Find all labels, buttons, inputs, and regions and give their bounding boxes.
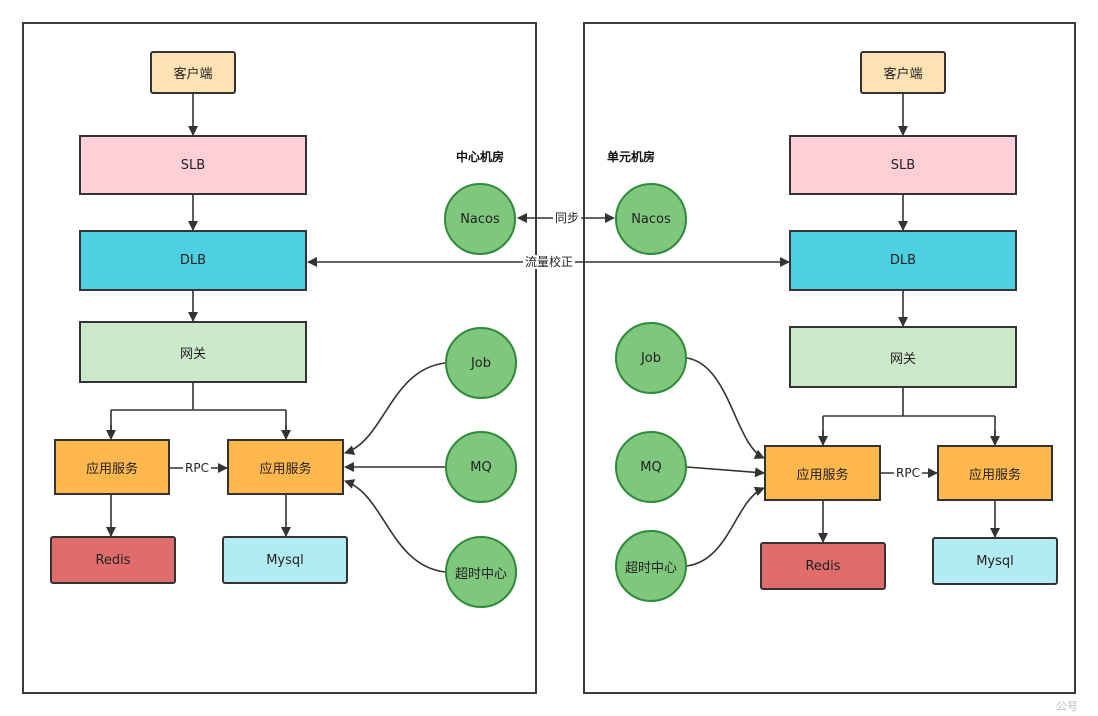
right-mq-node: MQ [615, 431, 687, 503]
traffic-correction-label: 流量校正 [523, 255, 576, 269]
left-mq-node: MQ [445, 431, 517, 503]
edge-right-mq-svca [686, 466, 765, 478]
right-client-node: 客户端 [860, 51, 946, 94]
right-service-a-node: 应用服务 [764, 445, 881, 501]
unit-room-title: 单元机房 [607, 150, 656, 164]
left-rpc-label: RPC [183, 461, 211, 475]
right-timeout-center-node: 超时中心 [615, 530, 687, 602]
right-job-node: Job [615, 322, 687, 394]
unit-room-panel [583, 22, 1076, 694]
right-rpc-label: RPC [894, 466, 922, 480]
right-nacos-node: Nacos [615, 183, 687, 255]
left-nacos-node: Nacos [444, 183, 516, 255]
edge-left-job-svcb [344, 362, 446, 455]
edge-right-gateway-svc [822, 388, 996, 444]
edge-right-job-svca [686, 357, 765, 459]
right-slb-node: SLB [789, 135, 1017, 195]
left-mysql-node: Mysql [222, 536, 348, 584]
left-job-node: Job [445, 327, 517, 399]
left-service-b-node: 应用服务 [227, 439, 344, 495]
right-dlb-node: DLB [789, 230, 1017, 291]
edge-left-gateway-svc [110, 383, 287, 438]
left-redis-node: Redis [50, 536, 176, 584]
left-timeout-center-node: 超时中心 [445, 536, 517, 608]
edge-left-timeout-svcb [344, 479, 446, 573]
right-redis-node: Redis [760, 542, 886, 590]
right-mysql-node: Mysql [932, 537, 1058, 585]
center-room-panel [22, 22, 537, 694]
left-client-node: 客户端 [150, 51, 236, 94]
left-gateway-node: 网关 [79, 321, 307, 383]
left-slb-node: SLB [79, 135, 307, 195]
edge-right-timeout-svca [686, 486, 765, 567]
left-dlb-node: DLB [79, 230, 307, 291]
center-room-title: 中心机房 [456, 150, 505, 164]
right-gateway-node: 网关 [789, 326, 1017, 388]
left-service-a-node: 应用服务 [54, 439, 170, 495]
right-service-b-node: 应用服务 [937, 445, 1053, 501]
sync-label: 同步 [553, 211, 582, 225]
watermark-text: 公号 [1056, 701, 1078, 713]
